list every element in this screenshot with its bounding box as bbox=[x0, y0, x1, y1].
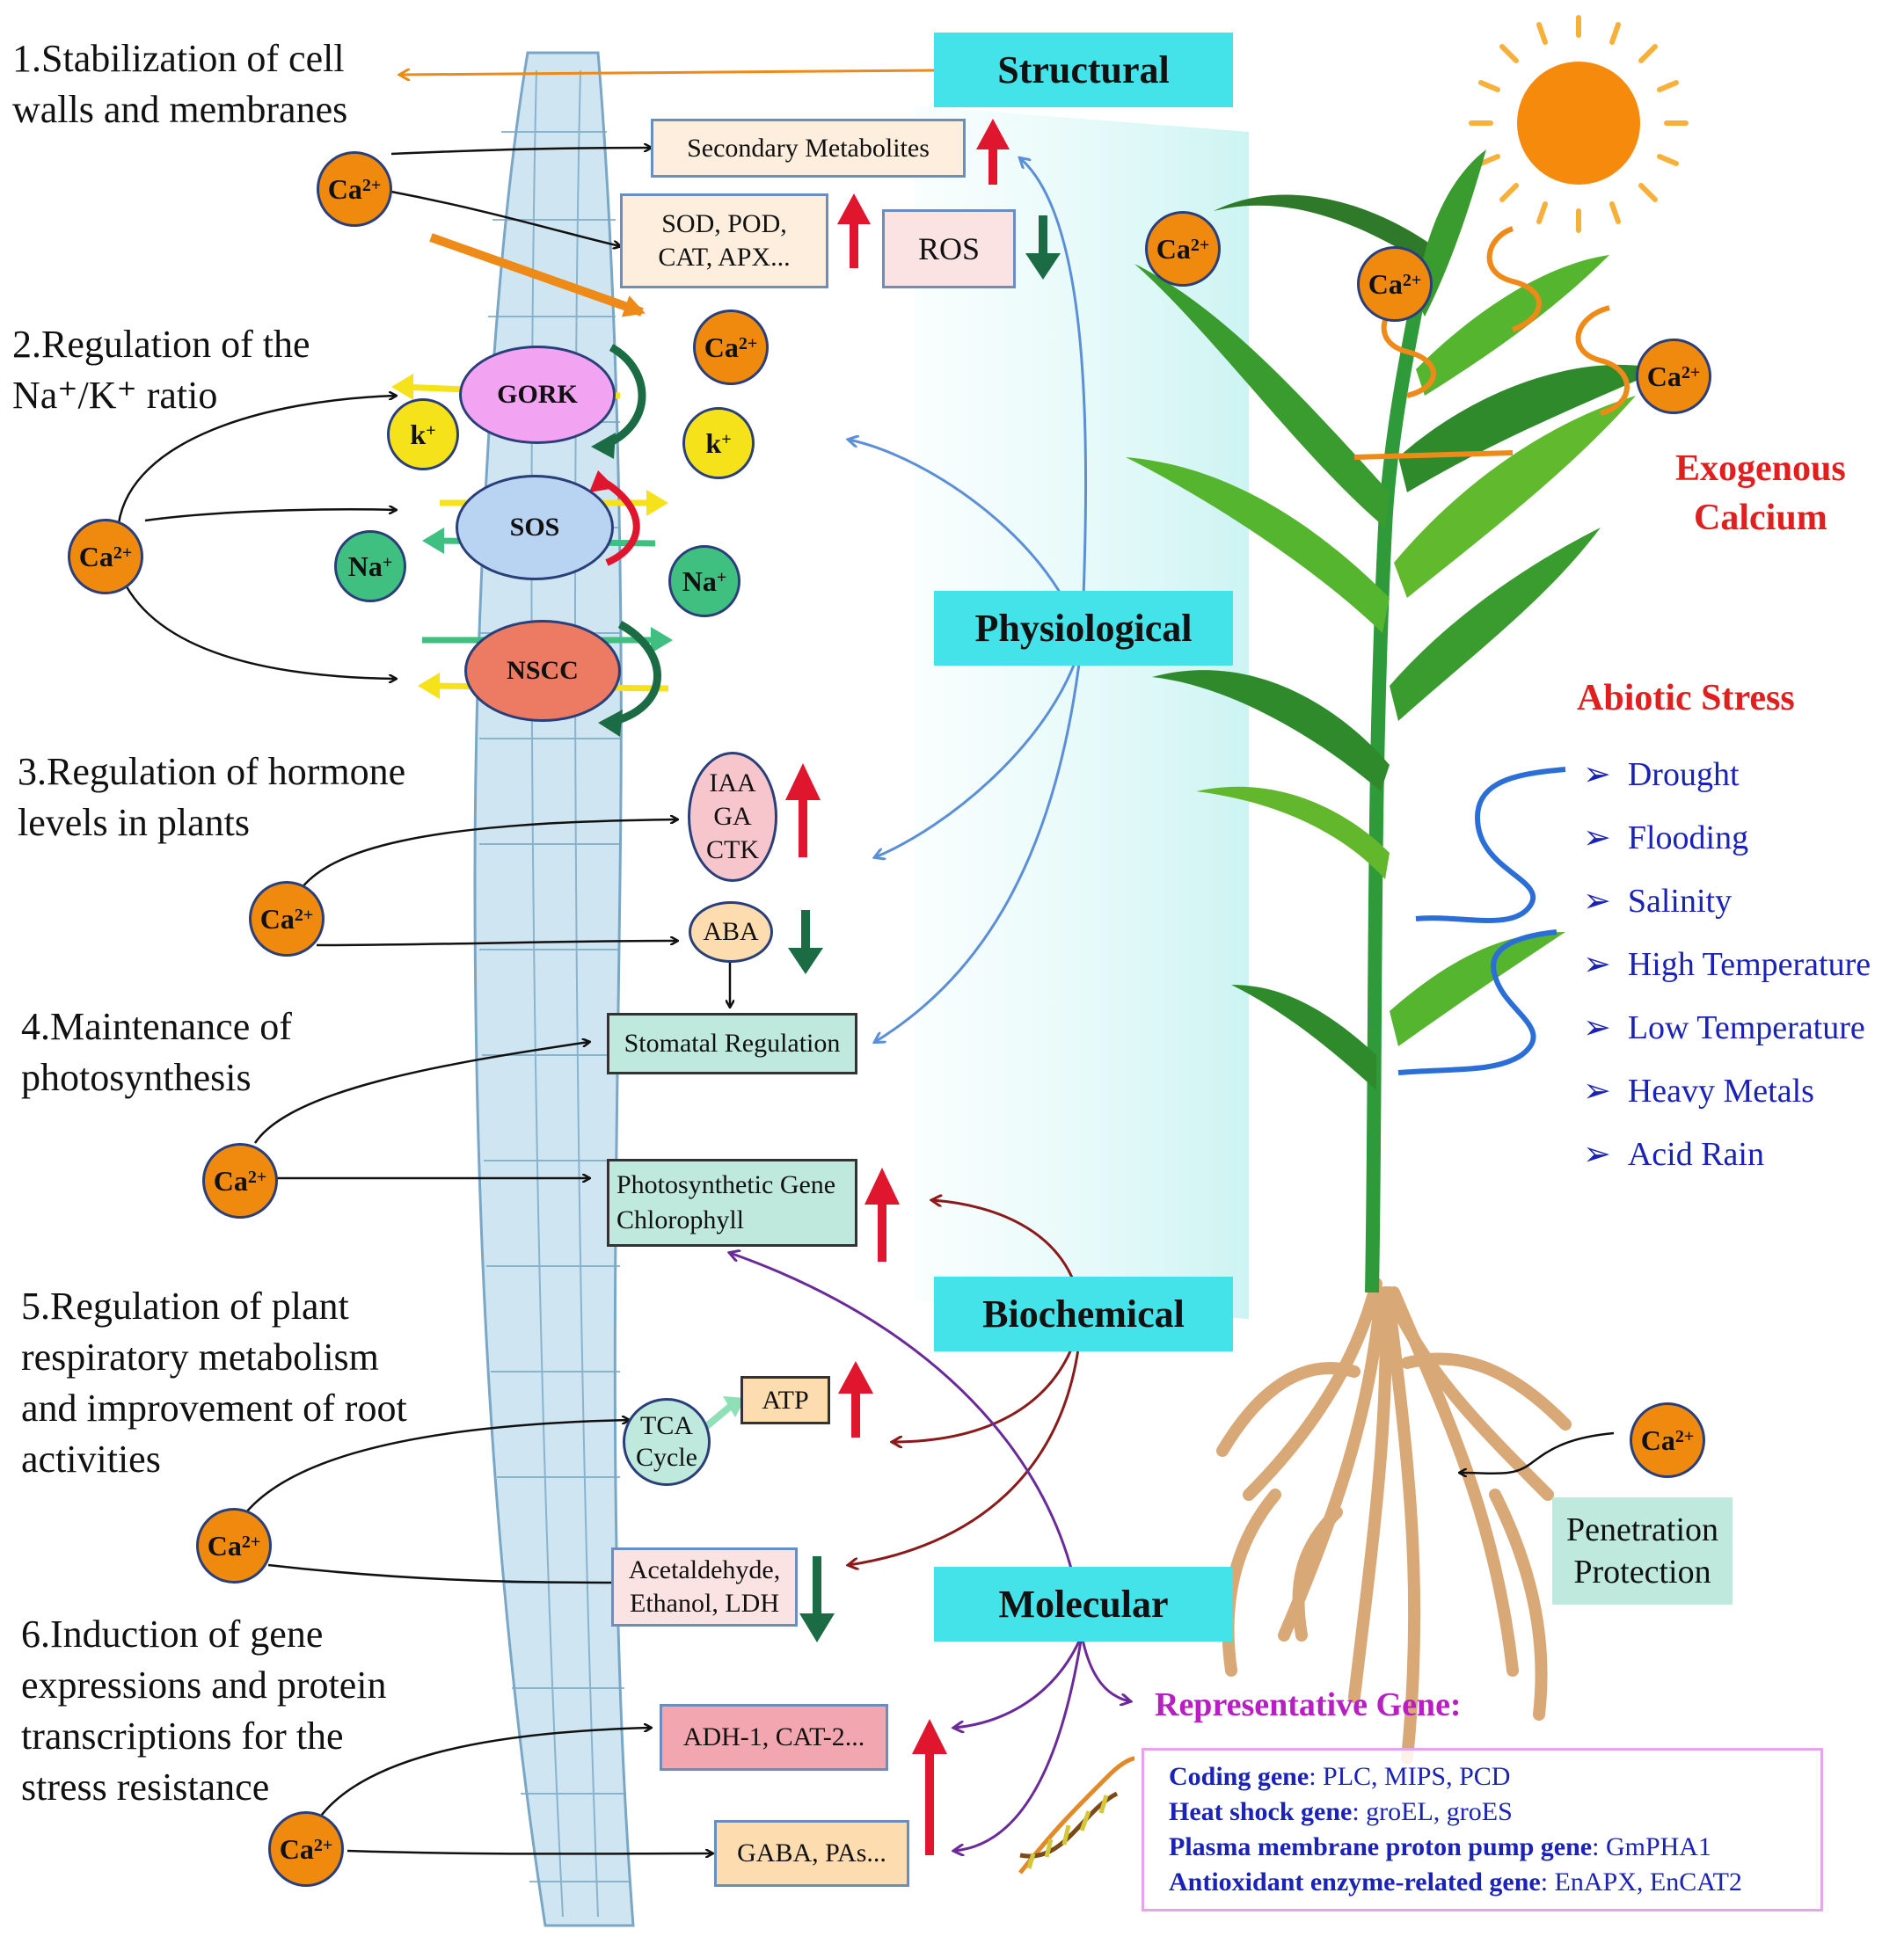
root-tissue-column bbox=[473, 51, 635, 1927]
chevron-right-icon: ➢ bbox=[1583, 1073, 1611, 1110]
down-arrow-anaerobic bbox=[799, 1556, 835, 1642]
down-arrow-ros bbox=[1025, 215, 1061, 280]
up-arrow-secondary bbox=[976, 119, 1010, 185]
down-arrows bbox=[788, 215, 1061, 1642]
abiotic-stress-title: Abiotic Stress bbox=[1577, 678, 1795, 718]
atp-box: ATP bbox=[740, 1376, 830, 1424]
anaerobic-products-box: Acetaldehyde,Ethanol, LDH bbox=[611, 1547, 798, 1627]
aba-ellipse: ABA bbox=[689, 901, 773, 963]
sun-icon bbox=[1469, 15, 1689, 233]
nscc-channel: NSCC bbox=[464, 620, 621, 722]
up-arrow-genes bbox=[912, 1719, 947, 1855]
stress-item: ➢ Flooding bbox=[1583, 819, 1749, 856]
stress-squiggles bbox=[1397, 767, 1566, 1075]
chevron-right-icon: ➢ bbox=[1583, 819, 1611, 856]
gene-row: Coding gene: PLC, MIPS, PCD bbox=[1169, 1762, 1511, 1791]
chevron-right-icon: ➢ bbox=[1583, 1136, 1611, 1173]
gene-row: Heat shock gene: groEL, groES bbox=[1169, 1797, 1513, 1826]
gene-row: Antioxidant enzyme-related gene: EnAPX, … bbox=[1169, 1868, 1742, 1897]
stomatal-regulation-box: Stomatal Regulation bbox=[607, 1013, 857, 1074]
antioxidant-enzymes-box: SOD, POD,CAT, APX... bbox=[620, 193, 828, 288]
chevron-right-icon: ➢ bbox=[1583, 756, 1611, 793]
stress-item: ➢ Salinity bbox=[1583, 883, 1733, 920]
gork-channel: GORK bbox=[459, 346, 616, 444]
k-ion-right: k+ bbox=[682, 407, 755, 479]
stress-item: ➢ Low Temperature bbox=[1583, 1009, 1865, 1046]
stress-item: ➢ Drought bbox=[1583, 756, 1740, 793]
stress-item: ➢ Acid Rain bbox=[1583, 1136, 1764, 1173]
representative-gene-box: Coding gene: PLC, MIPS, PCD Heat shock g… bbox=[1142, 1748, 1823, 1911]
category-physiological: Physiological bbox=[934, 591, 1233, 666]
dna-icon bbox=[1018, 1756, 1135, 1875]
down-arrow-aba bbox=[788, 910, 823, 974]
plant-shoot bbox=[1126, 149, 1662, 1293]
ros-box: ROS bbox=[882, 209, 1016, 288]
k-ion-left: k+ bbox=[387, 398, 459, 470]
na-ion-right: Na+ bbox=[668, 545, 740, 617]
category-biochemical: Biochemical bbox=[934, 1277, 1233, 1351]
up-arrows bbox=[785, 119, 1010, 1855]
na-ion-left: Na+ bbox=[334, 530, 406, 602]
stress-item: ➢ High Temperature bbox=[1583, 946, 1871, 983]
up-arrow-antioxidant bbox=[837, 193, 871, 268]
gene-row: Plasma membrane proton pump gene: GmPHA1 bbox=[1169, 1832, 1711, 1861]
up-arrow-atp bbox=[838, 1361, 873, 1438]
secondary-metabolites-box: Secondary Metabolites bbox=[651, 119, 966, 178]
gaba-pas-box: GABA, PAs... bbox=[714, 1820, 909, 1887]
up-arrow-hormones bbox=[785, 763, 821, 857]
category-structural: Structural bbox=[934, 33, 1233, 107]
chevron-right-icon: ➢ bbox=[1583, 946, 1611, 983]
representative-gene-title: Representative Gene: bbox=[1155, 1686, 1462, 1723]
stress-item: ➢ Heavy Metals bbox=[1583, 1073, 1814, 1110]
up-arrow-photosynthetic bbox=[864, 1168, 900, 1262]
chevron-right-icon: ➢ bbox=[1583, 1009, 1611, 1046]
sos-channel: SOS bbox=[456, 475, 614, 580]
adh-cat-box: ADH-1, CAT-2... bbox=[660, 1704, 888, 1771]
zoom-beam bbox=[915, 106, 1249, 1319]
category-molecular: Molecular bbox=[934, 1567, 1233, 1642]
chevron-right-icon: ➢ bbox=[1583, 883, 1611, 920]
